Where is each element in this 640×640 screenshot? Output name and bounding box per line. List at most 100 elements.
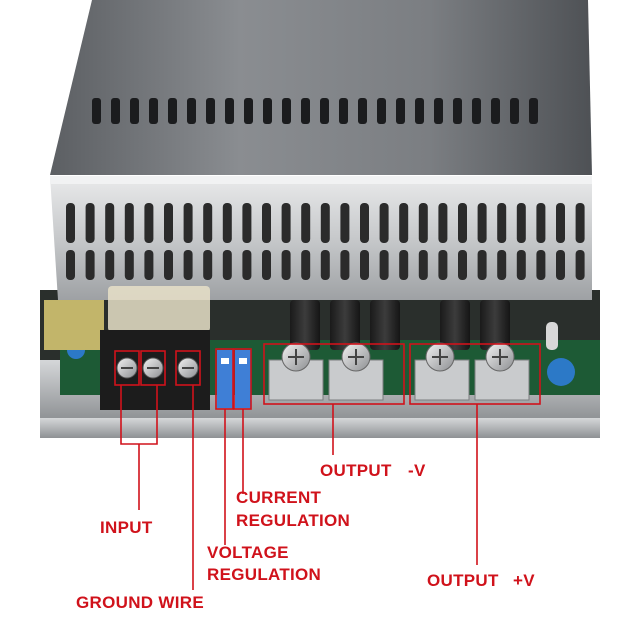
output-negative-label: OUTPUT [320, 461, 392, 480]
top-vent-slot [510, 98, 519, 124]
front-slot-upper [399, 203, 409, 243]
front-slot-lower [242, 250, 252, 280]
input-box-n [140, 350, 166, 386]
front-slot-lower [320, 250, 330, 280]
top-vents [92, 98, 538, 124]
top-vent-slot [206, 98, 215, 124]
front-slot-upper [222, 203, 232, 243]
front-slot-upper [124, 203, 134, 243]
front-slot-lower [418, 250, 428, 280]
input-terminal-block [100, 286, 210, 410]
front-slot-upper [320, 203, 330, 243]
front-slot-lower [477, 250, 487, 280]
front-slot-upper [575, 203, 585, 243]
top-vent-slot [244, 98, 253, 124]
top-vent-slot [396, 98, 405, 124]
front-slot-lower [399, 250, 409, 280]
top-vent-slot [130, 98, 139, 124]
output-pos-box [409, 343, 541, 405]
top-cover [50, 0, 592, 175]
top-vent-slot [168, 98, 177, 124]
front-slot-upper [458, 203, 467, 243]
front-slot-lower [556, 250, 565, 280]
ground-box [175, 350, 201, 386]
front-slot-lower [281, 250, 291, 280]
front-slot-lower [124, 250, 134, 280]
front-slot-lower [301, 250, 311, 280]
front-slot-upper [66, 203, 75, 243]
voltage-regulation-label-line1: VOLTAGE [207, 543, 289, 562]
annotations [114, 343, 541, 590]
front-slot-lower [262, 250, 271, 280]
front-slot-lower [203, 250, 213, 280]
top-vent-slot [263, 98, 272, 124]
front-slot-upper [85, 203, 95, 243]
base-rail [40, 418, 600, 438]
front-slot-upper [105, 203, 115, 243]
ground-wire-label: GROUND WIRE [76, 593, 204, 612]
top-vent-slot [529, 98, 538, 124]
input-box-l [114, 350, 140, 386]
front-slot-upper [340, 203, 350, 243]
front-slot-upper [262, 203, 271, 243]
top-vent-slot [111, 98, 120, 124]
front-slot-lower [516, 250, 526, 280]
front-grille [50, 176, 592, 300]
front-slot-lower [144, 250, 154, 280]
front-slot-upper [516, 203, 526, 243]
front-vent-slots [66, 203, 585, 280]
front-slot-lower [85, 250, 95, 280]
front-slot-lower [360, 250, 369, 280]
front-slot-upper [281, 203, 291, 243]
top-vent-slot [225, 98, 234, 124]
front-slot-upper [556, 203, 565, 243]
top-vent-slot [434, 98, 443, 124]
front-slot-lower [183, 250, 193, 280]
front-slot-upper [242, 203, 252, 243]
output-neg-box [263, 343, 405, 405]
front-slot-upper [203, 203, 213, 243]
top-vent-slot [377, 98, 386, 124]
front-slot-upper [360, 203, 369, 243]
front-slot-lower [497, 250, 507, 280]
front-slot-upper [183, 203, 193, 243]
top-vent-slot [149, 98, 158, 124]
front-slot-upper [536, 203, 546, 243]
front-slot-upper [164, 203, 173, 243]
top-vent-slot [491, 98, 500, 124]
trimmers [217, 350, 251, 408]
front-slot-lower [222, 250, 232, 280]
front-slot-upper [301, 203, 311, 243]
output-terminals [268, 342, 530, 401]
top-vent-slot [339, 98, 348, 124]
top-vent-slot [187, 98, 196, 124]
top-vent-slot [453, 98, 462, 124]
output-negative-polarity: -V [408, 461, 426, 480]
top-vent-slot [415, 98, 424, 124]
output-positive-polarity: +V [513, 571, 535, 590]
front-slot-lower [458, 250, 467, 280]
front-slot-lower [379, 250, 389, 280]
front-slot-lower [66, 250, 75, 280]
front-slot-lower [438, 250, 448, 280]
output-positive-label: OUTPUT [427, 571, 499, 590]
top-vent-slot [358, 98, 367, 124]
front-slot-upper [379, 203, 389, 243]
voltage-regulation-label-line2: REGULATION [207, 565, 322, 584]
top-vent-slot [320, 98, 329, 124]
front-slot-upper [418, 203, 428, 243]
front-slot-lower [164, 250, 173, 280]
front-slot-upper [144, 203, 154, 243]
front-slot-lower [575, 250, 585, 280]
front-slot-lower [105, 250, 115, 280]
top-vent-slot [282, 98, 291, 124]
top-vent-slot [92, 98, 101, 124]
top-vent-slot [301, 98, 310, 124]
top-vent-slot [472, 98, 481, 124]
front-slot-upper [477, 203, 487, 243]
input-label: INPUT [100, 518, 153, 537]
current-regulation-label-line2: REGULATION [236, 511, 351, 530]
front-slot-lower [536, 250, 546, 280]
front-slot-upper [497, 203, 507, 243]
